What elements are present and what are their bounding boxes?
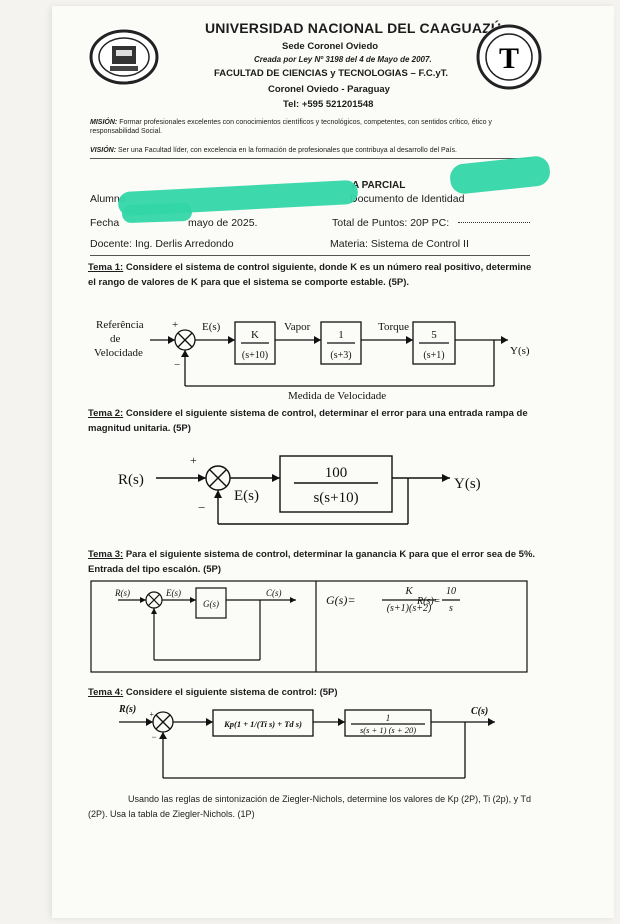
tema2-block-diagram: R(s) + − E(s) 100 s(s+10) Y(s) [118, 453, 481, 525]
t2-minus: − [198, 500, 205, 515]
t3-output: C(s) [266, 588, 282, 598]
seal-letter: T [499, 42, 519, 75]
phone: Tel: +595 521201548 [283, 99, 374, 110]
t4-input: R(s) [118, 704, 136, 715]
tema2-label: Tema 2: [88, 408, 124, 419]
t4-pid: Kp(1 + 1/(Ti s) + Td s) [223, 719, 302, 729]
info-divider [90, 255, 530, 256]
t3-r-lhs: R(s)= [416, 596, 440, 607]
tema4-label: Tema 4: [88, 687, 124, 698]
t2-output: Y(s) [454, 476, 481, 492]
mission-text: Formar profesionales excelentes con cono… [90, 119, 492, 135]
t3-signal-e: E(s) [165, 588, 181, 598]
t3-r-den: s [449, 603, 453, 614]
tema3-statement: Tema 3: Para el siguiente sistema de con… [88, 547, 538, 577]
t4-output: C(s) [471, 706, 488, 717]
t2-plus: + [190, 453, 197, 467]
tema4-footer: Usando las reglas de sintonización de Zi… [88, 794, 532, 819]
t1-input-l1: Referência [96, 319, 144, 331]
tema3-label: Tema 3: [88, 549, 124, 560]
points-label: Total de Puntos: 20P PC: [332, 217, 450, 229]
teacher: Docente: Ing. Derlis Arredondo [90, 238, 234, 250]
tema1-statement: Tema 1: Considere el sistema de control … [88, 260, 538, 290]
faculty-seal-icon: T [476, 24, 542, 90]
header-divider [90, 158, 530, 159]
tema2-statement: Tema 2: Considere el siguiente sistema d… [88, 406, 538, 436]
mission-label: MISIÓN: [90, 119, 118, 126]
t2-num: 100 [325, 465, 348, 481]
date-value: mayo de 2025. [188, 217, 258, 229]
tema1-label: Tema 1: [88, 262, 124, 273]
t4-plus: + [149, 710, 154, 719]
t3-g-den: (s+1)(s+2) [387, 603, 432, 614]
t1-g3-num: 5 [431, 329, 437, 341]
t1-g2-num: 1 [338, 329, 344, 341]
id-label: Documento de Identidad [350, 193, 465, 205]
t1-input-l2: de [110, 333, 121, 345]
faculty: FACULTAD DE CIENCIAS y TECNOLOGIAS – F.C… [214, 68, 449, 79]
date-label: Fecha [90, 217, 120, 229]
city: Coronel Oviedo - Paraguay [268, 84, 390, 95]
t3-g-num: K [404, 585, 413, 597]
t1-input-l3: Velocidade [94, 347, 143, 359]
exam-title: A PARCIAL [352, 180, 406, 191]
vision: VISIÓN: Ser una Facultad líder, con exce… [90, 146, 530, 155]
t2-den: s(s+10) [313, 490, 358, 506]
t3-g-lhs: G(s)= [326, 593, 355, 607]
t1-feedback: Medida de Velocidade [288, 390, 386, 402]
tema4-block-diagram: R(s) + − Kp(1 + 1/(Ti s) + Td s) 1 s(s +… [118, 704, 495, 779]
t4-minus: − [151, 732, 157, 742]
vision-label: VISIÓN: [90, 147, 117, 154]
tema1-text: Considere el sistema de control siguient… [88, 262, 532, 288]
tema4-text: Considere el siguiente sistema de contro… [125, 687, 338, 698]
t3-block: G(s) [203, 599, 219, 609]
mission: MISIÓN: Formar profesionales excelentes … [90, 118, 530, 136]
t1-g3-den: (s+1) [423, 350, 444, 361]
t1-torque: Torque [378, 321, 409, 333]
tema4-statement: Tema 4: Considere el siguiente sistema d… [88, 685, 538, 700]
tema3-diagram-table: R(s) E(s) G(s) C(s) G(s)= K (s+1)(s+2) R… [90, 580, 528, 673]
t1-output: Y(s) [510, 345, 530, 357]
t2-input: R(s) [118, 472, 144, 488]
t4-plant-den: s(s + 1) (s + 20) [360, 725, 416, 735]
t1-minus: − [174, 359, 180, 371]
t3-r-num: 10 [446, 586, 456, 597]
tema1-block-diagram: Referência de Velocidade + − E(s) K (s+1… [94, 319, 530, 402]
points-dots [458, 222, 530, 223]
tema2-text: Considere el siguiente sistema de contro… [88, 408, 528, 434]
student-label: Alumno [90, 193, 126, 205]
t1-k-num: K [251, 329, 259, 341]
t1-g2-den: (s+3) [330, 350, 351, 361]
vision-text: Ser una Facultad líder, con excelencia e… [118, 147, 457, 154]
t4-plant-num: 1 [386, 713, 391, 723]
t1-k-den: (s+10) [242, 350, 268, 361]
t1-vapor: Vapor [284, 321, 311, 333]
university-seal-icon [88, 28, 160, 86]
campus: Sede Coronel Oviedo [282, 41, 379, 52]
t3-input: R(s) [114, 588, 130, 598]
tema3-text: Para el siguiente sistema de control, de… [88, 549, 536, 575]
redaction-highlight [121, 202, 193, 224]
t1-plus: + [172, 319, 178, 331]
university-name: UNIVERSIDAD NACIONAL DEL CAAGUAZÚ [205, 20, 502, 36]
subject: Materia: Sistema de Control II [330, 238, 469, 250]
t2-signal-e: E(s) [234, 488, 259, 504]
t1-signal-e: E(s) [202, 321, 221, 333]
creation-law: Creada por Ley Nº 3198 del 4 de Mayo de … [254, 55, 432, 64]
